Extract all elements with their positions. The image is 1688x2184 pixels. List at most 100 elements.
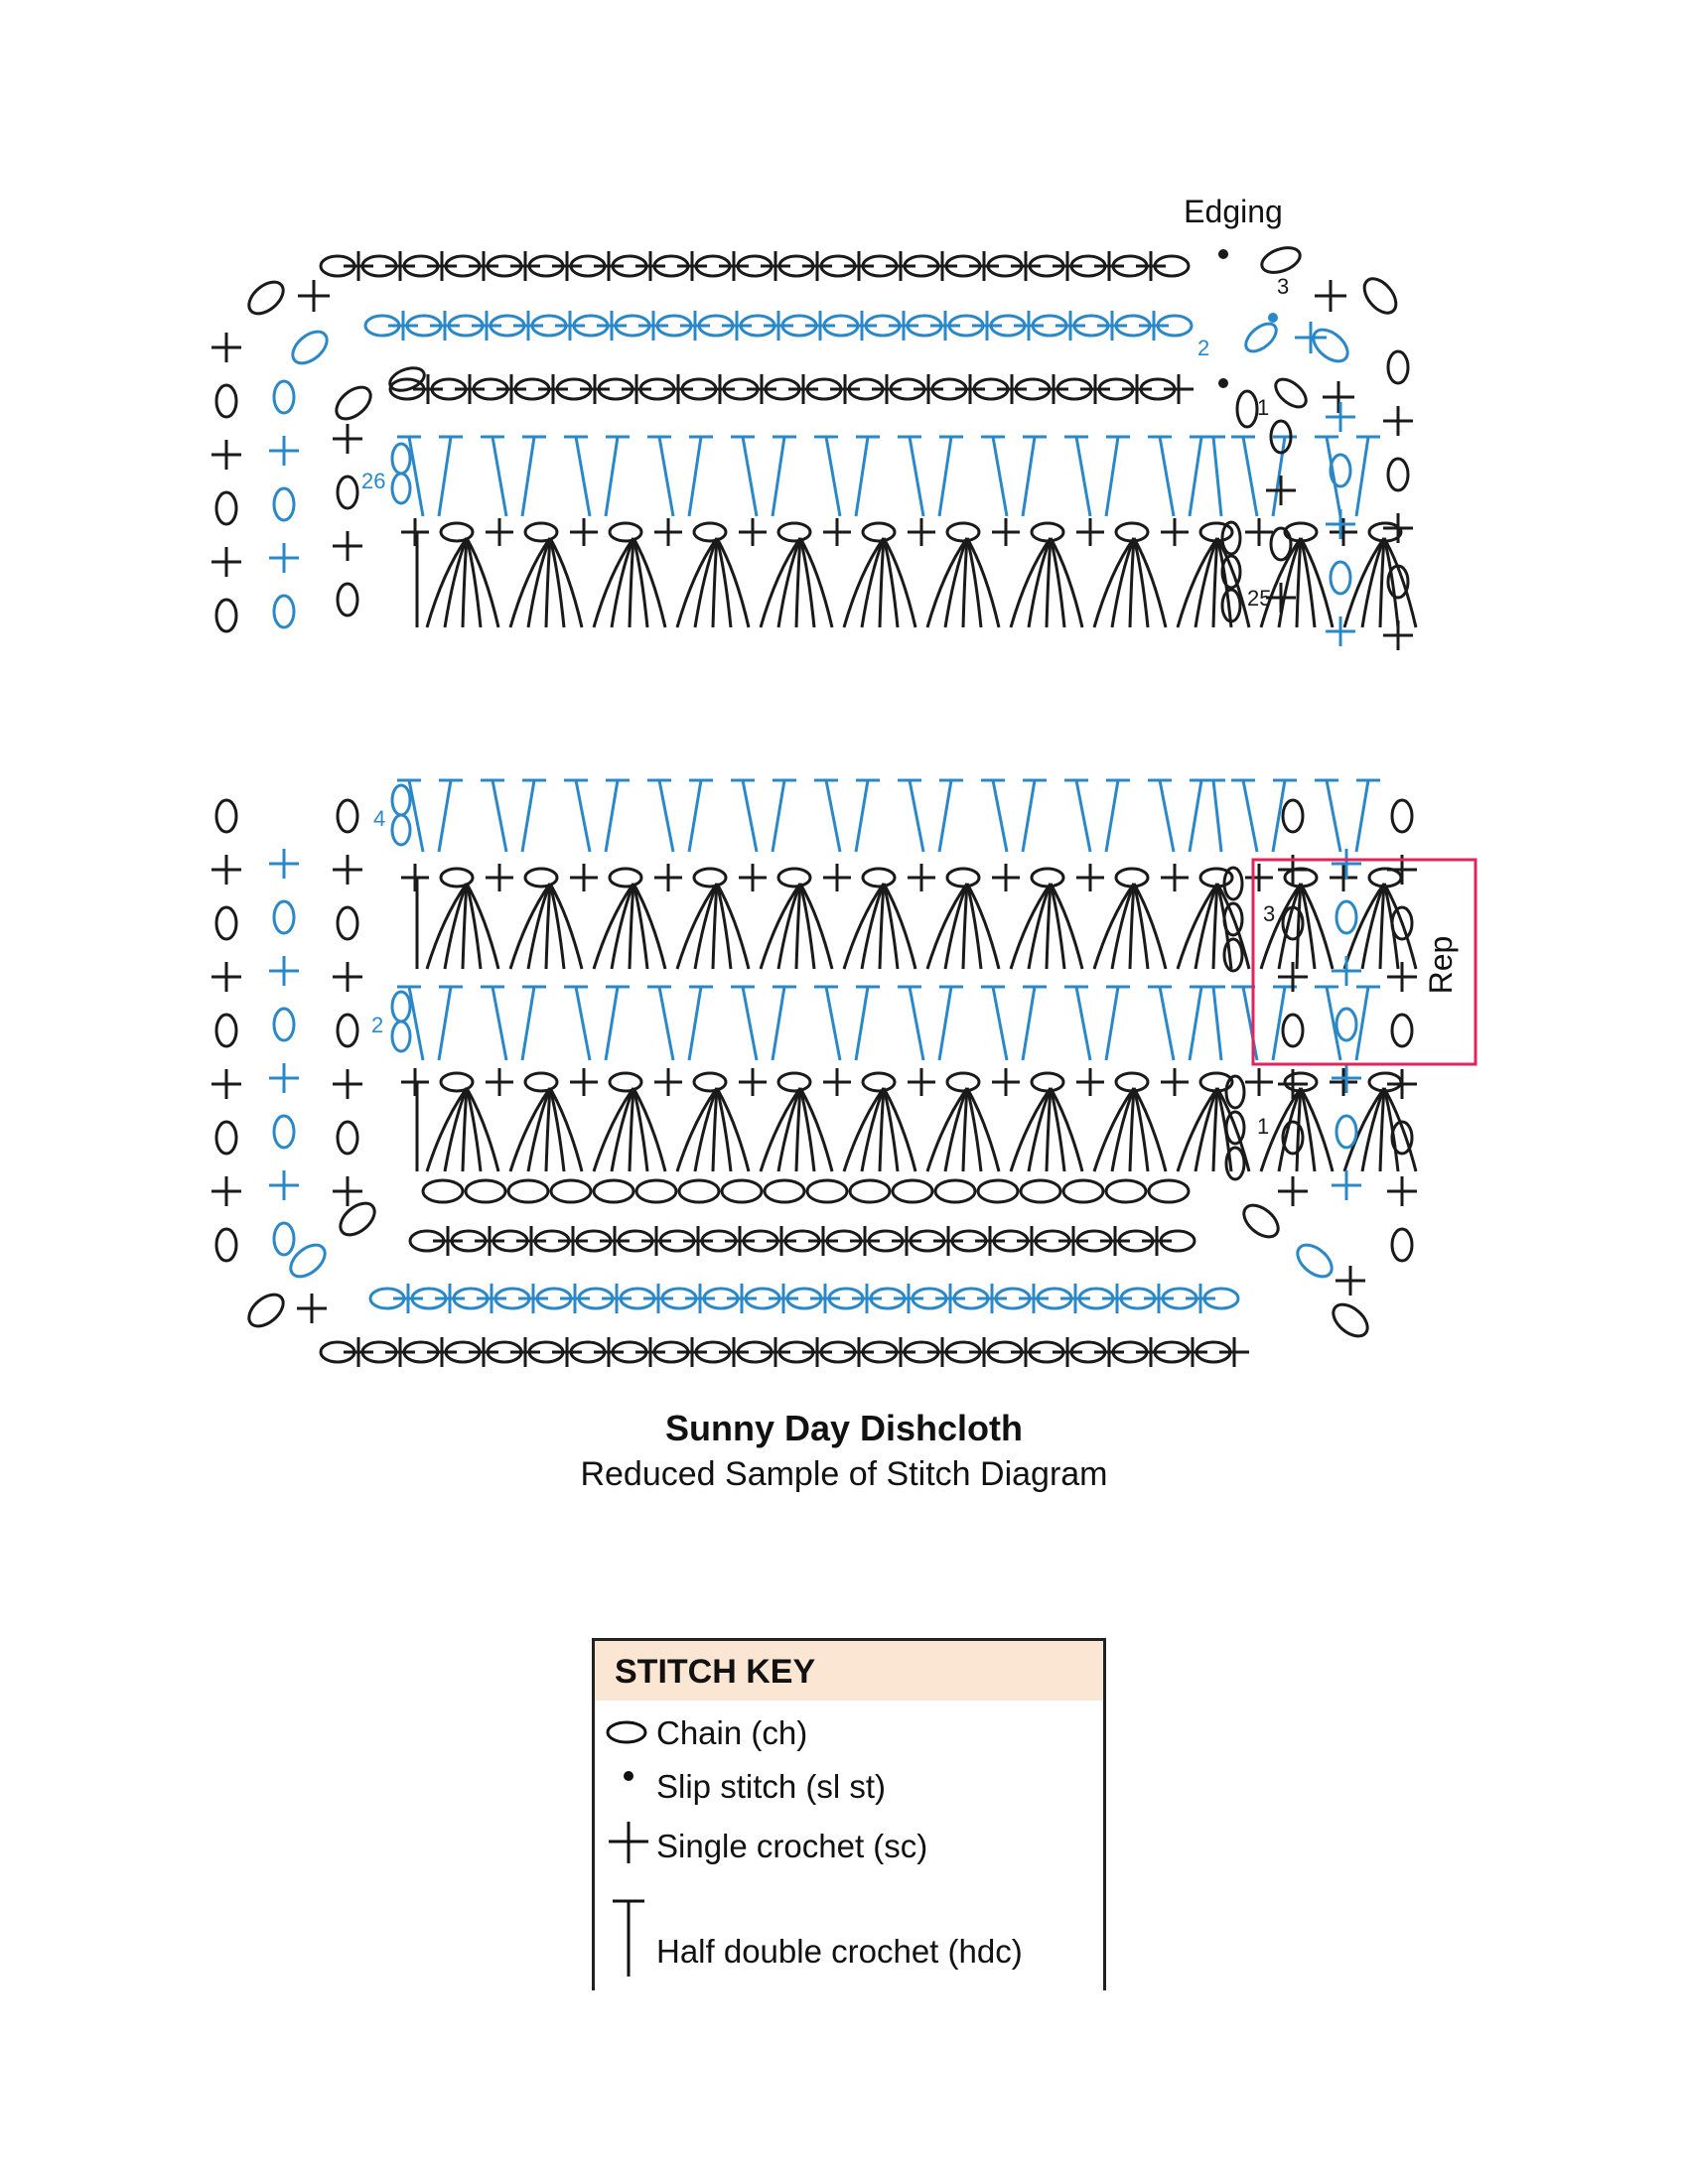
single-crochet-stitch bbox=[972, 311, 1002, 341]
single-crochet-stitch bbox=[969, 1337, 999, 1367]
fan-stitch bbox=[1299, 1087, 1335, 1172]
chain-stitch bbox=[247, 1293, 285, 1328]
half-double-crochet-stitch bbox=[937, 435, 963, 517]
single-crochet-stitch bbox=[1017, 1226, 1047, 1256]
chain-stitch bbox=[272, 379, 296, 415]
chain-stitch bbox=[1156, 314, 1194, 338]
fan-stitch bbox=[1045, 1087, 1053, 1172]
single-crochet-stitch bbox=[739, 864, 767, 891]
single-crochet-stitch bbox=[705, 374, 735, 404]
single-crochet-stitch bbox=[1336, 1266, 1365, 1296]
single-crochet-stitch bbox=[1387, 1176, 1417, 1206]
chain-stitch bbox=[1224, 1146, 1246, 1181]
single-crochet-stitch bbox=[823, 518, 851, 546]
chain-stitch bbox=[1235, 389, 1259, 429]
fan-stitch bbox=[1009, 883, 1053, 970]
single-crochet-stitch bbox=[333, 1069, 362, 1099]
chain-stitch bbox=[336, 1120, 359, 1156]
fan-stitch bbox=[1360, 537, 1386, 628]
chain-stitch bbox=[272, 594, 296, 629]
single-crochet-stitch bbox=[344, 251, 373, 281]
half-double-crochet-stitch bbox=[1021, 778, 1047, 853]
single-crochet-stitch bbox=[823, 864, 851, 891]
chain-stitch bbox=[272, 1221, 296, 1257]
single-crochet-stitch bbox=[889, 311, 918, 341]
edging-label: Edging bbox=[1184, 194, 1283, 229]
fan-stitch bbox=[632, 883, 667, 970]
single-crochet-stitch bbox=[886, 251, 915, 281]
single-crochet-stitch bbox=[1161, 1068, 1189, 1096]
half-double-crochet-stitch bbox=[771, 435, 796, 517]
fan-stitch bbox=[1299, 537, 1335, 628]
single-crochet-stitch bbox=[802, 251, 832, 281]
single-crochet-stitch bbox=[643, 1284, 673, 1313]
fan-stitch bbox=[1110, 537, 1136, 628]
fan-stitch bbox=[1215, 537, 1251, 628]
fan-stitch bbox=[1215, 1087, 1251, 1172]
single-crochet-stitch bbox=[992, 864, 1020, 891]
single-crochet-stitch bbox=[1058, 1226, 1088, 1256]
single-crochet-stitch bbox=[1245, 1068, 1273, 1096]
single-crochet-stitch bbox=[594, 251, 624, 281]
half-double-crochet-stitch bbox=[1064, 778, 1092, 853]
single-crochet-stitch bbox=[727, 1284, 757, 1313]
single-crochet-stitch bbox=[570, 518, 598, 546]
half-double-crochet-stitch bbox=[731, 778, 759, 853]
single-crochet-stitch bbox=[1219, 1337, 1249, 1367]
single-crochet-stitch bbox=[518, 1284, 548, 1313]
single-crochet-stitch bbox=[1122, 374, 1152, 404]
fan-stitch bbox=[675, 883, 719, 970]
single-crochet-stitch bbox=[1266, 583, 1296, 613]
single-crochet-stitch bbox=[401, 518, 429, 546]
single-crochet-stitch bbox=[1100, 1226, 1130, 1256]
chain-stitch bbox=[1222, 866, 1244, 901]
single-crochet-stitch bbox=[1330, 864, 1357, 891]
single-crochet-stitch bbox=[935, 1284, 965, 1313]
fan-stitch bbox=[1049, 1087, 1084, 1172]
half-double-crochet-stitch bbox=[1201, 985, 1225, 1061]
fan-stitch bbox=[798, 1087, 834, 1172]
key-row-half-double-crochet: Half double crochet (hdc) bbox=[595, 1889, 1103, 1988]
chain-stitch bbox=[291, 330, 329, 365]
fan-stitch bbox=[1049, 883, 1084, 970]
single-crochet-stitch bbox=[992, 1068, 1020, 1096]
single-crochet-stitch bbox=[427, 1337, 457, 1367]
chain-stitch bbox=[776, 867, 812, 888]
fan-stitch bbox=[548, 1087, 584, 1172]
chain-stitch bbox=[523, 1071, 559, 1093]
half-double-crochet-stitch bbox=[520, 778, 546, 853]
chain-stitch bbox=[608, 1071, 643, 1093]
fan-stitch bbox=[776, 1087, 802, 1172]
half-double-crochet-icon bbox=[613, 1899, 644, 1977]
fan-stitch bbox=[548, 1087, 566, 1172]
slip-stitch bbox=[1218, 378, 1228, 388]
half-double-crochet-stitch bbox=[481, 778, 508, 853]
fan-stitch bbox=[548, 537, 566, 628]
fan-stitch bbox=[675, 1087, 719, 1172]
fan-stitch bbox=[1049, 1087, 1066, 1172]
single-crochet-stitch bbox=[894, 1284, 923, 1313]
single-crochet-stitch bbox=[602, 1284, 632, 1313]
fan-stitch bbox=[592, 537, 635, 628]
half-double-crochet-stitch bbox=[397, 985, 425, 1061]
fan-stitch bbox=[443, 537, 469, 628]
fan-stitch bbox=[860, 883, 886, 970]
chain-stitch bbox=[776, 521, 812, 543]
single-crochet-stitch bbox=[333, 962, 362, 992]
chain-stitch bbox=[1019, 1178, 1062, 1204]
chain-stitch bbox=[506, 1178, 550, 1204]
fan-stitch bbox=[548, 537, 584, 628]
single-crochet-stitch bbox=[1039, 374, 1068, 404]
single-crochet-stitch bbox=[510, 251, 540, 281]
chain-stitch bbox=[848, 1178, 892, 1204]
fan-stitch bbox=[465, 537, 483, 628]
fan-stitch bbox=[508, 537, 552, 628]
half-double-crochet-stitch bbox=[564, 985, 592, 1061]
fan-stitch bbox=[465, 883, 500, 970]
chain-stitch bbox=[692, 521, 728, 543]
single-crochet-stitch bbox=[385, 251, 415, 281]
single-crochet-stitch bbox=[852, 1284, 882, 1313]
fan-stitch bbox=[443, 883, 469, 970]
row-number-bottom-3: 3 bbox=[1263, 901, 1275, 926]
single-crochet-stitch bbox=[1332, 956, 1361, 986]
